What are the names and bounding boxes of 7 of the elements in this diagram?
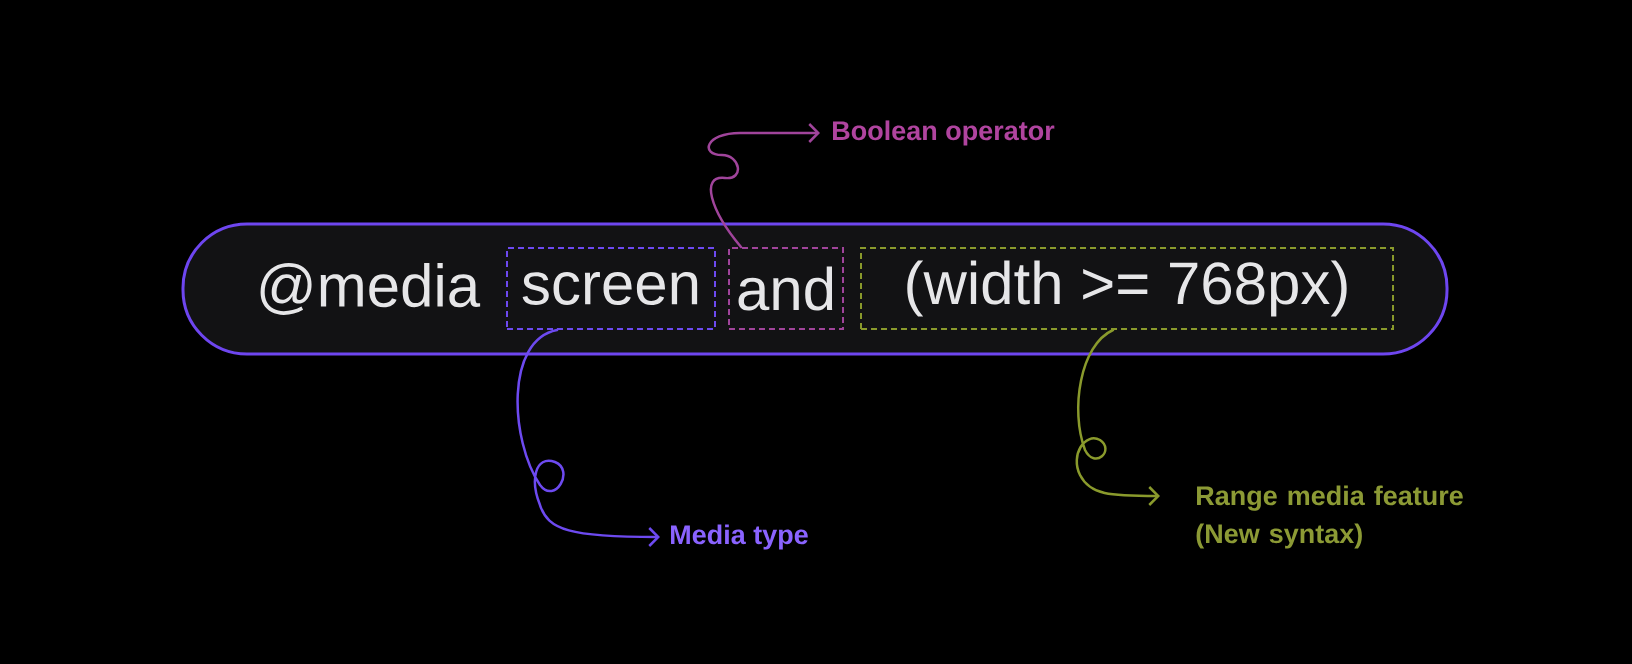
- leader-arrow: [707, 123, 820, 249]
- annotation-label: Media type: [671, 524, 808, 550]
- dashed-box: and: [728, 247, 844, 330]
- dashed-box: screen: [506, 247, 716, 330]
- dashed-box: (width >= 768px): [860, 247, 1394, 330]
- annotation-label: Boolean operator: [833, 120, 1055, 146]
- annotation-label: Range media feature (New syntax): [1196, 485, 1463, 549]
